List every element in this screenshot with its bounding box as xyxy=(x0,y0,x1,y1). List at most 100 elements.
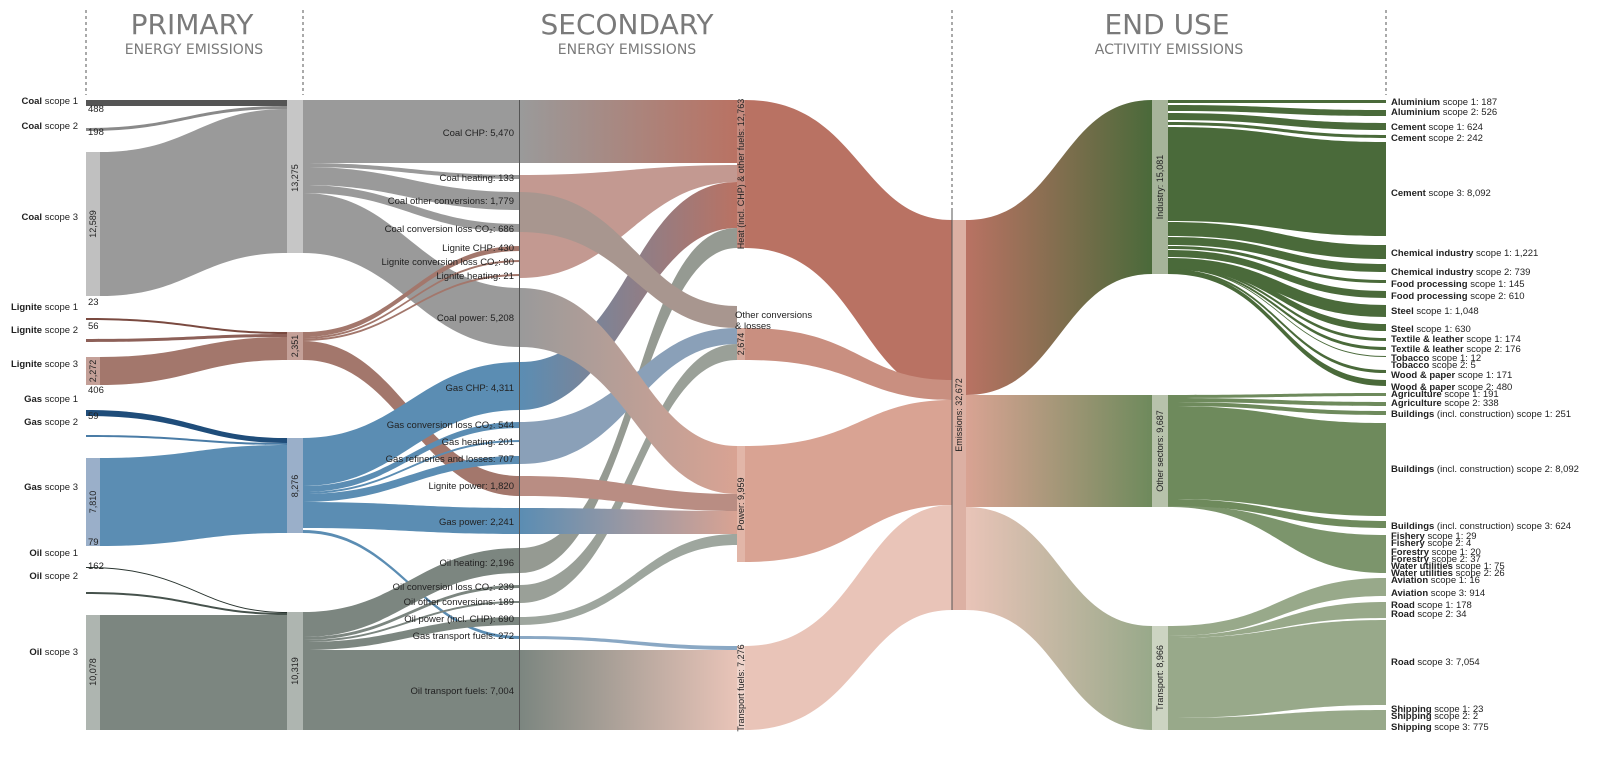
primary-source-label: Gas scope 3 xyxy=(24,482,78,493)
conversion-label: Coal power: 5,208 xyxy=(437,313,514,324)
end-use-detail: scope 2: 242 xyxy=(1428,133,1482,144)
flow-oil-other xyxy=(303,601,520,642)
end-use-label: Aluminium scope 2: 526 xyxy=(1391,107,1497,118)
conversion-label: Gas CHP: 4,311 xyxy=(446,383,514,394)
end-use-label: Food processing scope 1: 145 xyxy=(1391,279,1525,290)
bar-lignite-total xyxy=(287,332,303,360)
flow-ind-food-2 xyxy=(1168,250,1386,298)
primary-source-scope: scope 1 xyxy=(45,548,78,559)
secondary-node-labels: Heat (incl. CHP) & other fuels: 12,763Po… xyxy=(735,99,812,732)
conversion-label: Gas conversion loss CO₂: 544 xyxy=(387,420,514,431)
flow-to-heat-coal-chp xyxy=(520,100,737,163)
flow-oil-heating xyxy=(303,548,520,637)
flow-ind-cement-1 xyxy=(1168,113,1386,130)
end-use-name: Buildings xyxy=(1391,521,1437,532)
bar-other-conversions xyxy=(737,328,745,360)
primary-source-name: Gas xyxy=(24,394,45,405)
end-use-name: Wood & paper xyxy=(1391,370,1458,381)
headers: PRIMARY ENERGY EMISSIONS SECONDARY ENERG… xyxy=(125,8,1244,58)
end-use-detail: scope 1: 1,048 xyxy=(1416,306,1478,317)
flow-to-heat-misc xyxy=(520,165,737,278)
flow-transport-emissions xyxy=(745,505,952,730)
flow-other-emissions xyxy=(745,328,952,400)
flow-oil-transport xyxy=(303,650,520,730)
end-use-detail: scope 3: 775 xyxy=(1434,722,1488,733)
end-use-label: Aviation scope 3: 914 xyxy=(1391,588,1485,599)
end-use-detail: scope 2: 4 xyxy=(1427,538,1471,549)
primary-source-value: 406 xyxy=(88,385,104,396)
end-use-label: Wood & paper scope 2: 480 xyxy=(1391,382,1512,393)
conversion-label: Oil transport fuels: 7,004 xyxy=(411,686,515,697)
emissions-bar-group xyxy=(951,210,966,610)
flow-to-power-oil xyxy=(520,534,737,625)
end-use-name: Fishery xyxy=(1391,538,1427,549)
end-use-detail: scope 2: 176 xyxy=(1466,344,1520,355)
primary-source-name: Coal xyxy=(21,212,44,223)
end-use-label: Wood & paper scope 1: 171 xyxy=(1391,370,1512,381)
primary-subtitle: ENERGY EMISSIONS xyxy=(125,42,263,58)
end-use-detail: scope 2: 526 xyxy=(1443,107,1497,118)
flow-trn-shipping xyxy=(1168,710,1386,730)
end-use-name: Aviation xyxy=(1391,588,1431,599)
flow-coal-heating xyxy=(303,163,520,179)
bar-conversion-divider xyxy=(519,100,520,730)
end-use-detail: scope 1: 23 xyxy=(1434,704,1483,715)
flow-ind-cement-2 xyxy=(1168,122,1386,138)
primary-source-name: Coal xyxy=(21,96,44,107)
primary-source-name: Lignite xyxy=(11,302,45,313)
end-use-name: Chemical industry xyxy=(1391,267,1476,278)
flow-ind-food-1 xyxy=(1168,246,1386,283)
end-use-name: Water utilities xyxy=(1391,568,1456,579)
flow-to-transport-gas xyxy=(520,636,737,650)
flow-coal-scope3 xyxy=(100,109,287,296)
end-use-label: Cement scope 1: 624 xyxy=(1391,122,1483,133)
primary-source-label: Oil scope 3 xyxy=(29,647,78,658)
flow-lignite-heating xyxy=(303,274,520,341)
bar-oil-scope3 xyxy=(86,615,100,730)
conversion-label: Oil power (incl. CHP): 690 xyxy=(404,614,514,625)
end-use-label: Water utilities scope 2: 26 xyxy=(1391,568,1505,579)
end-use-detail: scope 2: 338 xyxy=(1444,398,1498,409)
enduse-subtitle: ACTIVITIY EMISSIONS xyxy=(1095,42,1244,58)
enduse-node-label: Transport: 8,966 xyxy=(1155,645,1165,711)
flow-coal-power xyxy=(303,193,520,347)
end-use-label: Steel scope 1: 1,048 xyxy=(1391,306,1479,317)
end-use-detail: scope 1: 1,221 xyxy=(1476,248,1538,259)
end-use-detail: scope 1: 75 xyxy=(1456,561,1505,572)
end-use-label: Textile & leather scope 1: 174 xyxy=(1391,334,1521,345)
end-use-name: Agriculture xyxy=(1391,398,1444,409)
end-use-name: Road xyxy=(1391,657,1417,668)
primary-source-scope: scope 3 xyxy=(45,647,78,658)
conversion-label: Coal conversion loss CO₂: 686 xyxy=(385,224,514,235)
end-use-detail: scope 2: 480 xyxy=(1458,382,1512,393)
flow-gas-chp xyxy=(303,362,520,486)
primary-source-value: 59 xyxy=(88,411,99,422)
enduse-title: END USE xyxy=(1104,8,1229,41)
primary-source-label: Oil scope 2 xyxy=(29,571,78,582)
end-use-name: Food processing xyxy=(1391,279,1470,290)
flow-to-power-lignite xyxy=(520,476,737,511)
end-use-name: Chemical industry xyxy=(1391,248,1476,259)
primary-total-value: 13,275 xyxy=(290,164,300,192)
primary-source-scope: scope 3 xyxy=(45,359,78,370)
end-use-label: Tobacco scope 1: 12 xyxy=(1391,353,1481,364)
end-use-label: Fishery scope 1: 29 xyxy=(1391,531,1477,542)
flow-lignite-chp xyxy=(303,246,520,337)
bar-lignite-scope3 xyxy=(86,357,100,385)
flow-emissions-other xyxy=(966,395,1152,507)
flow-gas-scope2 xyxy=(86,435,287,445)
end-use-label: Agriculture scope 2: 338 xyxy=(1391,398,1499,409)
primary-total-bars xyxy=(287,100,303,730)
bar-power xyxy=(737,446,745,562)
flow-oil-loss xyxy=(303,585,520,640)
flow-coal-scope2 xyxy=(86,106,287,131)
conversion-label: Gas transport fuels: 272 xyxy=(413,631,514,642)
end-use-detail: scope 2: 739 xyxy=(1476,267,1530,278)
flow-oth-buildings-3 xyxy=(1168,499,1386,528)
end-use-label: Agriculture scope 1: 191 xyxy=(1391,389,1499,400)
bar-gas-scope3 xyxy=(86,458,100,546)
emissions-label: Emissions: 32,672 xyxy=(954,378,964,452)
